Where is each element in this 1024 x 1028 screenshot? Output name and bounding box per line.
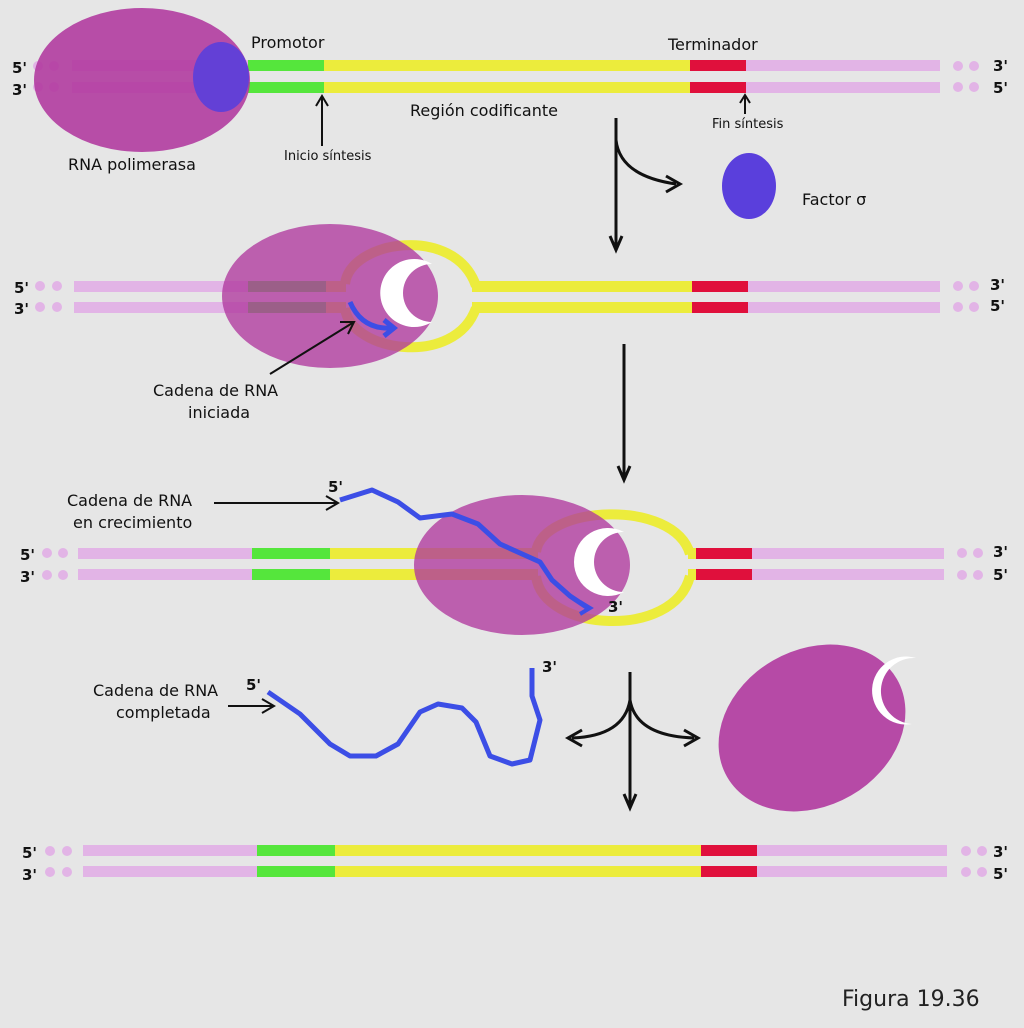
rna-initiated-label-line1: Cadena de RNA	[153, 381, 278, 400]
five-prime-label: 5'	[993, 865, 1008, 883]
three-prime-label: 3'	[12, 81, 27, 99]
rna-chain-growing	[339, 487, 590, 611]
pointer-arrow	[214, 495, 340, 511]
rna-five-prime-end-label: 5'	[246, 676, 261, 694]
rna-growing-label-line1: Cadena de RNA	[67, 491, 192, 510]
rna-chain-initiated	[347, 300, 399, 338]
pointer-arrow	[228, 698, 276, 714]
step-arrow-1	[608, 118, 684, 254]
promoter-segment	[248, 60, 324, 71]
rna-polymerase	[34, 8, 250, 152]
three-prime-label: 3'	[22, 866, 37, 884]
five-prime-label: 5'	[22, 844, 37, 862]
end-synthesis-arrow	[739, 93, 751, 114]
rna-initiated-label-line2: iniciada	[188, 403, 250, 422]
dna-top-strand	[45, 845, 987, 856]
five-prime-label: 5'	[20, 546, 35, 564]
rna-polymerase	[222, 224, 438, 368]
promoter-label: Promotor	[251, 33, 325, 52]
five-prime-label: 5'	[990, 297, 1005, 315]
three-prime-label: 3'	[20, 568, 35, 586]
coding-region-label: Región codificante	[410, 101, 558, 120]
pointer-arrow	[269, 321, 356, 375]
three-prime-label: 3'	[993, 843, 1008, 861]
step-arrow-3	[564, 672, 702, 812]
panel-elongation-start: 5' 3' 3' 5' Cadena de RNA iniciada	[14, 224, 1005, 484]
three-prime-label: 3'	[14, 300, 29, 318]
start-synthesis-arrow	[315, 94, 329, 146]
sigma-factor-released	[722, 153, 776, 219]
start-synthesis-label: Inicio síntesis	[284, 149, 372, 164]
step-arrow-2	[616, 344, 632, 484]
five-prime-label: 5'	[993, 79, 1008, 97]
dna-bottom-strand	[45, 866, 987, 877]
rna-completed-label-line2: completada	[116, 703, 211, 722]
panel-elongation: 5' 3' 5' 3' 3' 5' Cadena de RNA en creci…	[20, 478, 1008, 635]
rna-growing-label-line2: en crecimiento	[73, 513, 192, 532]
rna-five-prime-end-label: 5'	[328, 478, 343, 496]
panel-final-dna: 5' 3' 3' 5'	[22, 843, 1008, 884]
three-prime-label: 3'	[990, 276, 1005, 294]
five-prime-label: 5'	[993, 566, 1008, 584]
rna-three-prime-end-label: 3'	[608, 598, 623, 616]
rna-three-prime-end-label: 3'	[542, 658, 557, 676]
sigma-factor-label: Factor σ	[802, 190, 866, 209]
rna-completed-label-line1: Cadena de RNA	[93, 681, 218, 700]
panel-termination: 5' 3' Cadena de RNA completada	[93, 644, 916, 812]
panel-initiation: 5' 3' 3' 5' Promotor Terminador Región c…	[12, 8, 1008, 254]
terminator-label: Terminador	[667, 35, 758, 54]
five-prime-label: 5'	[14, 279, 29, 297]
dna-top-strand	[35, 281, 979, 292]
three-prime-label: 3'	[993, 543, 1008, 561]
rna-polymerase-released	[718, 644, 916, 812]
rna-polymerase-label: RNA polimerasa	[68, 155, 196, 174]
three-prime-label: 3'	[993, 57, 1008, 75]
coding-segment	[324, 60, 690, 71]
rna-chain-completed	[266, 668, 543, 767]
end-synthesis-label: Fin síntesis	[712, 117, 784, 132]
sigma-factor-bound	[193, 42, 249, 112]
dna-bottom-strand	[35, 302, 979, 313]
five-prime-label: 5'	[12, 59, 27, 77]
figure-caption: Figura 19.36	[842, 987, 980, 1012]
terminator-segment	[690, 60, 746, 71]
